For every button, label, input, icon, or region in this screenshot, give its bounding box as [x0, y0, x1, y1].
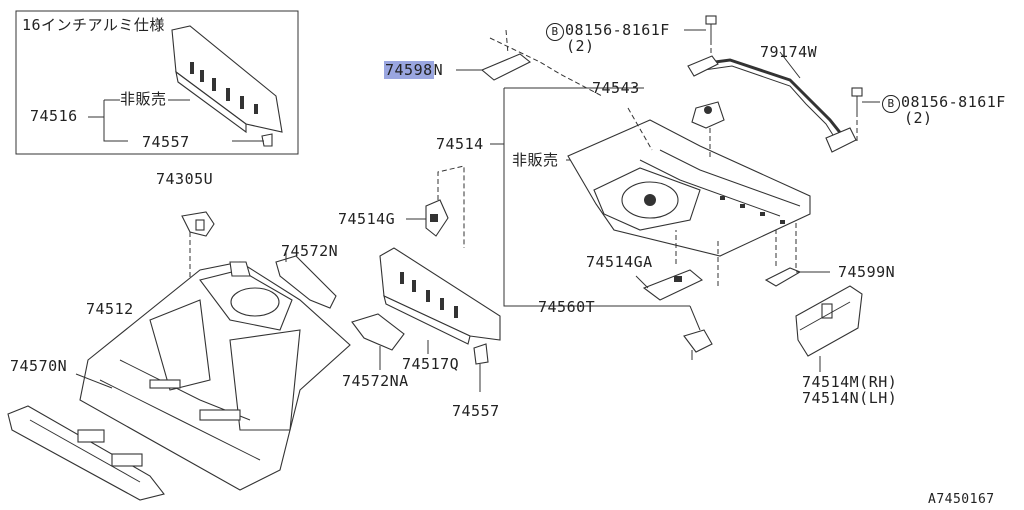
- part-74514G-drawing: [425, 199, 449, 237]
- inset-leader-bracket: [103, 100, 128, 142]
- part-number-74514GA[interactable]: 74514GA: [586, 253, 653, 271]
- part-74514-drawing: [567, 119, 811, 257]
- part-number-74514N[interactable]: 74514N(LH): [802, 389, 898, 407]
- part-number-74598N[interactable]: 74598N: [384, 61, 444, 79]
- part-74598N-drawing: [480, 53, 532, 81]
- inset-title: 16インチアルミ仕様: [22, 16, 165, 34]
- part-number-74570N[interactable]: 74570N: [10, 357, 68, 375]
- inset-not-sold-note: 非販売: [120, 90, 167, 108]
- part-74516-drawing: [171, 25, 283, 147]
- part-number-74543[interactable]: 74543: [592, 79, 640, 97]
- bolt-symbol-icon: B: [546, 23, 564, 41]
- part-number-74516[interactable]: 74516: [30, 107, 78, 125]
- bolt-right-number: 08156-8161F: [901, 93, 1006, 111]
- part-number-74517Q[interactable]: 74517Q: [402, 355, 460, 373]
- part-74572N-drawing: [275, 255, 337, 309]
- part-number-74599N[interactable]: 74599N: [838, 263, 896, 281]
- part-number-74514M[interactable]: 74514M(RH): [802, 373, 898, 391]
- bolt-right-qty: (2): [904, 109, 933, 127]
- part-74514-not-sold-note: 非販売: [512, 151, 559, 169]
- part-74572NA-drawing: [351, 313, 405, 351]
- part-number-74557[interactable]: 74557: [452, 402, 500, 420]
- part-74543-drawing: [691, 101, 725, 129]
- part-number-74560T[interactable]: 74560T: [538, 298, 596, 316]
- part-suffix: N: [433, 61, 444, 79]
- part-number-74572N[interactable]: 74572N: [281, 242, 339, 260]
- part-number-74514G[interactable]: 74514G: [338, 210, 396, 228]
- bolt-symbol-icon: B: [882, 95, 900, 113]
- part-74514GA-drawing: [642, 269, 704, 301]
- part-74557-drawing: [473, 343, 489, 365]
- part-74599N-drawing: [764, 267, 802, 287]
- part-74560T-drawing: [683, 329, 713, 360]
- part-number-74512[interactable]: 74512: [86, 300, 134, 318]
- inset-frame: [15, 10, 299, 155]
- bolt-top-qty: (2): [566, 37, 595, 55]
- part-74305U-drawing: [181, 211, 215, 237]
- part-number-74572NA[interactable]: 74572NA: [342, 372, 409, 390]
- bolt-right-drawing: [851, 87, 880, 112]
- part-number-74514[interactable]: 74514: [436, 135, 484, 153]
- part-74512-drawing: [79, 261, 351, 491]
- part-number-79174W[interactable]: 79174W: [760, 43, 818, 61]
- part-79174W-drawing: [687, 55, 857, 153]
- diagram-id: A7450167: [928, 492, 995, 507]
- part-74517Q-drawing: [379, 247, 501, 345]
- bolt-top-number: 08156-8161F: [565, 21, 670, 39]
- part-74514M-N-drawing: [795, 285, 863, 357]
- part-74570N-drawing: [7, 405, 165, 501]
- bolt-top-drawing: [684, 15, 717, 40]
- part-number-74557-inset[interactable]: 74557: [142, 133, 190, 151]
- highlighted-part-number[interactable]: 74598: [384, 61, 434, 79]
- part-number-74305U[interactable]: 74305U: [156, 170, 214, 188]
